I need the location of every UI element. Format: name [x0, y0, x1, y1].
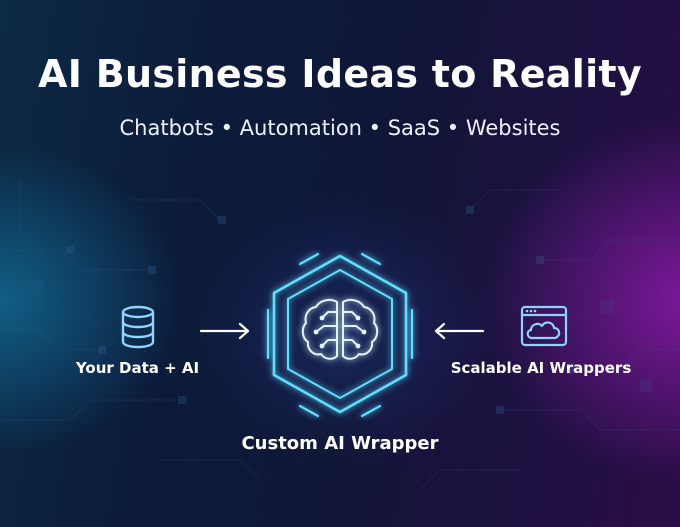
left-node-label: Your Data + AI	[75, 359, 200, 377]
brain-circuit-icon	[266, 252, 414, 418]
database-icon	[121, 305, 155, 349]
page-subtitle: Chatbots • Automation • SaaS • Websites	[119, 116, 561, 140]
page-title: AI Business Ideas to Reality	[38, 52, 642, 96]
arrow-right-icon	[199, 322, 250, 340]
center-node-label: Custom AI Wrapper	[241, 433, 439, 454]
right-node-label: Scalable AI Wrappers	[450, 359, 632, 377]
arrow-left-icon	[434, 322, 485, 340]
cloud-browser-icon	[520, 305, 568, 347]
